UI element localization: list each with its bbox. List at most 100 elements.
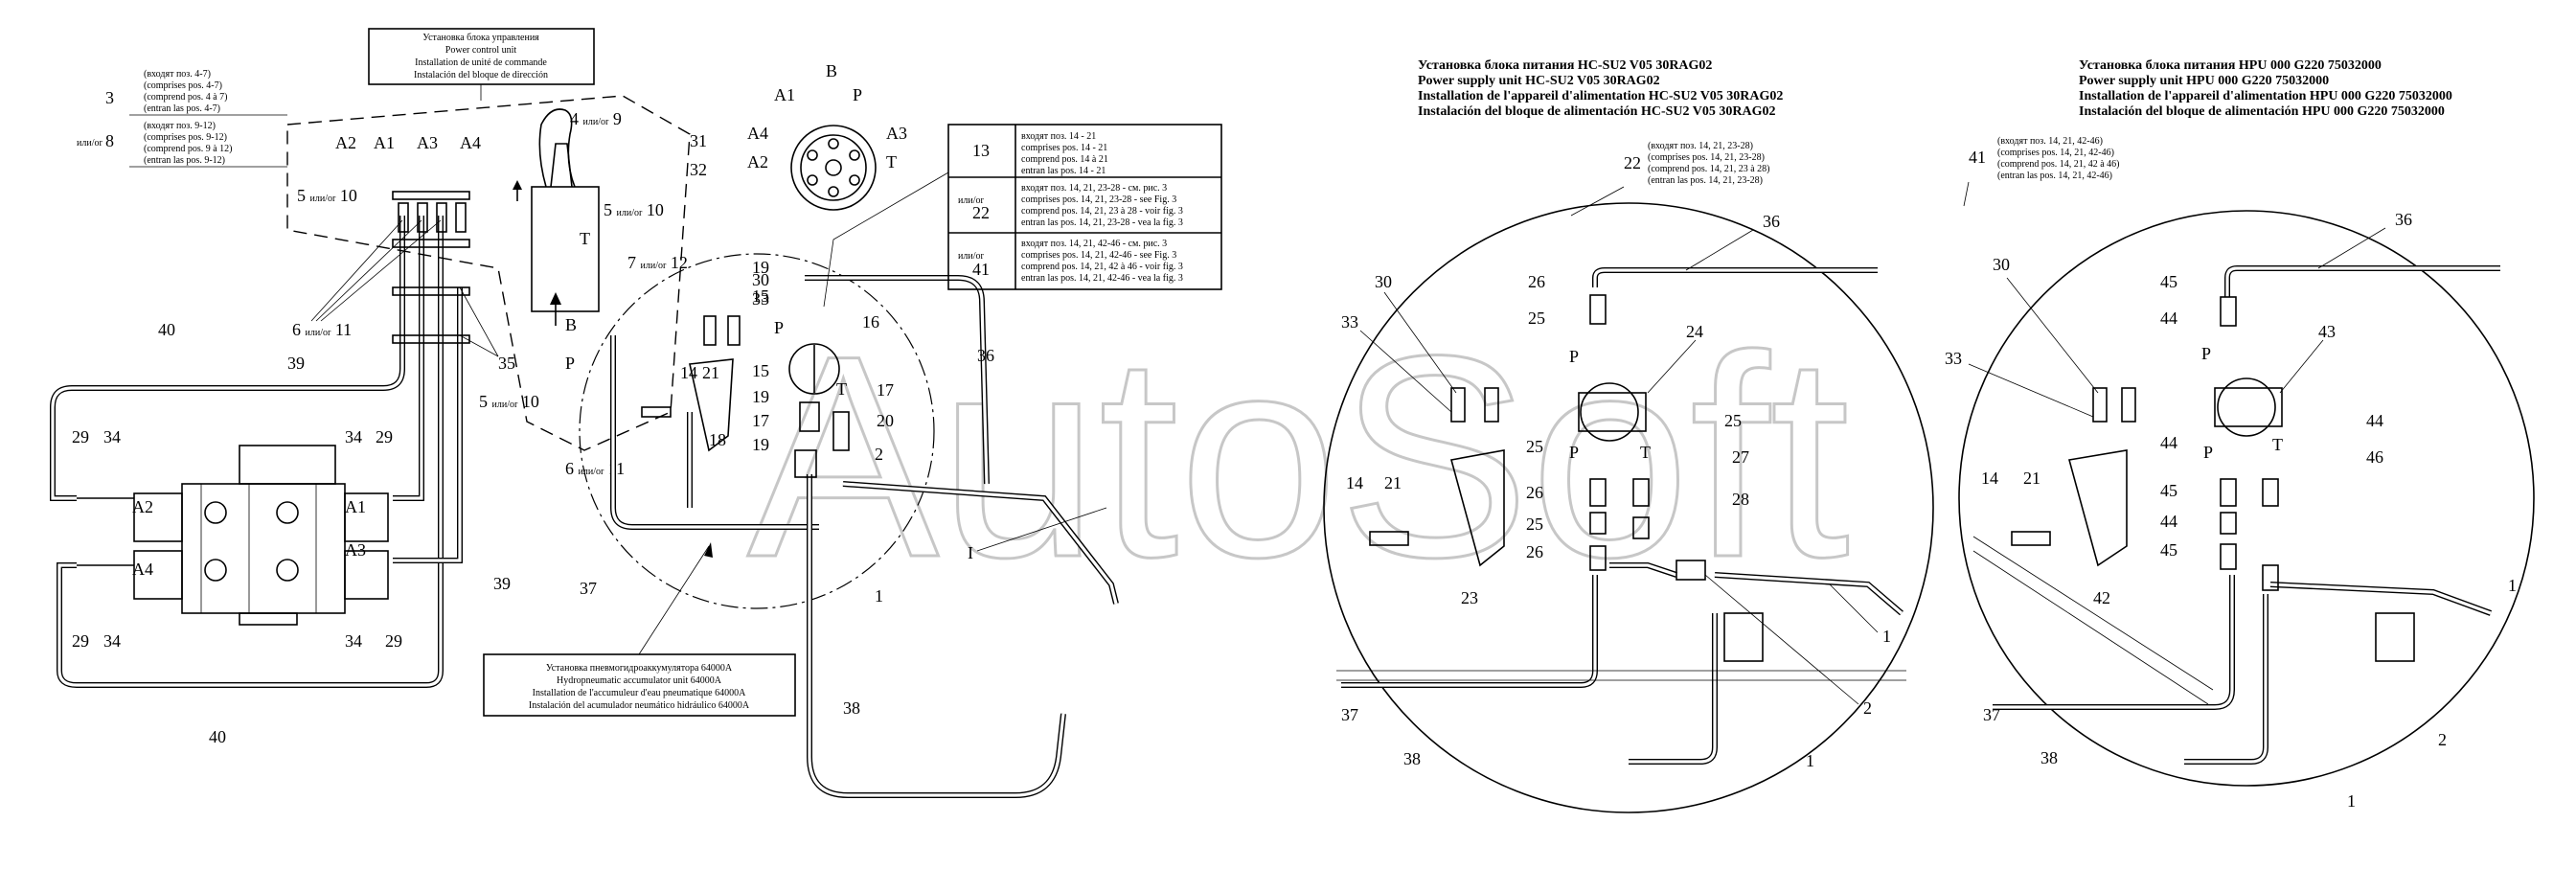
view-b-port-a4: A4 xyxy=(747,124,768,143)
svg-text:45: 45 xyxy=(2160,540,2177,560)
view-b-detail: B A1 P A4 A3 A2 T xyxy=(747,61,907,211)
joystick-base xyxy=(531,186,600,312)
svg-text:34: 34 xyxy=(345,427,362,446)
label-p: P xyxy=(774,318,784,337)
svg-text:17: 17 xyxy=(752,411,769,430)
svg-text:38: 38 xyxy=(1403,749,1421,768)
svg-text:1: 1 xyxy=(1882,627,1891,646)
svg-text:36: 36 xyxy=(977,346,994,365)
svg-text:19: 19 xyxy=(752,258,769,277)
note-line: (входят поз. 14, 21, 42-46) xyxy=(1997,136,2103,147)
svg-text:37: 37 xyxy=(1983,705,2000,724)
valve-side-a2 xyxy=(133,492,183,542)
svg-text:21: 21 xyxy=(702,363,719,382)
table-row-num: 13 xyxy=(972,141,990,160)
note-pos-41: 41 (входят поз. 14, 21, 42-46) (comprise… xyxy=(1963,136,2119,207)
note-line: (comprises pos. 14, 21, 42-46) xyxy=(1997,148,2114,158)
hc-su2-assembly xyxy=(1336,267,1906,765)
svg-text:37: 37 xyxy=(1341,705,1358,724)
hose-routing-left xyxy=(50,191,470,688)
svg-text:34: 34 xyxy=(103,427,121,446)
svg-text:33: 33 xyxy=(1945,349,1962,368)
view-b-port-a1: A1 xyxy=(774,85,795,104)
caption-line: Instalación del bloque de alimentación H… xyxy=(1418,104,1776,119)
svg-text:19: 19 xyxy=(752,387,769,406)
table-cell: входят поз. 14, 21, 23-28 - см. рис. 3 xyxy=(1021,183,1167,194)
note-line: (comprises pos. 4-7) xyxy=(144,80,222,91)
label-t: T xyxy=(1640,443,1651,462)
label-i: I xyxy=(968,543,973,562)
table-ili: или/or xyxy=(958,251,984,262)
svg-text:34: 34 xyxy=(345,631,362,651)
svg-text:30: 30 xyxy=(752,270,769,289)
callouts-hpu: 45 44 P 43 P T 44 45 44 45 44 46 30 33 1… xyxy=(1945,210,2517,811)
svg-text:25: 25 xyxy=(1724,411,1742,430)
caption-line: Instalación del bloque de alimentación H… xyxy=(2079,104,2445,119)
callout-number: 8 xyxy=(105,131,114,150)
svg-text:28: 28 xyxy=(1732,490,1749,509)
svg-text:5 или/or 10: 5 или/or 10 xyxy=(479,392,539,411)
label-p: P xyxy=(1569,443,1579,462)
svg-text:6 или/or 11: 6 или/or 11 xyxy=(292,320,352,339)
valve-side-a3 xyxy=(344,550,389,600)
svg-text:14: 14 xyxy=(680,363,697,382)
label-t: T xyxy=(836,379,847,399)
caption-line: Instalación del bloque de dirección xyxy=(414,70,548,80)
note-line: (comprises pos. 9-12) xyxy=(144,132,227,143)
caption-line: Installation de l'accumuleur d'eau pneum… xyxy=(533,688,746,698)
table-row-num: 41 xyxy=(972,260,990,279)
svg-text:44: 44 xyxy=(2160,433,2177,452)
svg-text:1: 1 xyxy=(2508,576,2517,595)
hc-su2-caption: Установка блока питания HC-SU2 V05 30RAG… xyxy=(1418,58,1783,119)
caption-line: Installation de unité de commande xyxy=(415,57,547,68)
mounting-bracket-18 xyxy=(689,358,734,452)
note-pos-3: 3 (входят поз. 4-7) (comprises pos. 4-7)… xyxy=(105,69,287,116)
control-valve-assembly xyxy=(133,445,389,626)
svg-text:26: 26 xyxy=(1526,542,1543,561)
table-cell: comprend pos. 14, 21, 23 à 28 - voir fig… xyxy=(1021,206,1183,217)
valve-block-body xyxy=(181,483,346,614)
table-row-num: 22 xyxy=(972,203,990,222)
svg-text:34: 34 xyxy=(103,631,121,651)
svg-text:23: 23 xyxy=(1461,588,1478,607)
svg-text:2: 2 xyxy=(875,445,883,464)
svg-text:14: 14 xyxy=(1981,469,1998,488)
svg-text:21: 21 xyxy=(1384,473,1402,492)
svg-text:14: 14 xyxy=(1346,473,1363,492)
control-unit-port-labels: A2 A1 A3 A4 T P B A2 A4 A1 A3 xyxy=(132,133,590,579)
svg-text:29: 29 xyxy=(72,427,89,446)
caption-line: Установка пневмогидроаккумулятора 64000A xyxy=(546,663,733,674)
svg-text:33: 33 xyxy=(752,289,769,309)
note-pos-8: или/or 8 (входят поз. 9-12) (comprises p… xyxy=(77,121,287,168)
valve-label-a3: A3 xyxy=(345,540,366,560)
svg-text:32: 32 xyxy=(690,160,707,179)
svg-text:36: 36 xyxy=(2395,210,2412,229)
svg-text:29: 29 xyxy=(72,631,89,651)
svg-text:40: 40 xyxy=(209,727,226,746)
svg-text:4 или/or 9: 4 или/or 9 xyxy=(570,109,622,128)
caption-line: Installation de l'appareil d'alimentatio… xyxy=(1418,89,1783,103)
hpu-detail-circle xyxy=(1958,210,2535,787)
table-cell: comprises pos. 14, 21, 23-28 - see Fig. … xyxy=(1021,194,1176,205)
joystick-assembly xyxy=(513,108,600,326)
note-line: (comprises pos. 14, 21, 23-28) xyxy=(1648,152,1765,163)
caption-line: Установка блока питания HPU 000 G220 750… xyxy=(2079,58,2382,73)
note-line: (entran las pos. 14, 21, 23-28) xyxy=(1648,175,1763,186)
table-cell: entran las pos. 14, 21, 23-28 - vea la f… xyxy=(1021,217,1183,228)
note-line: (entran las pos. 14, 21, 42-46) xyxy=(1997,171,2112,181)
svg-text:38: 38 xyxy=(843,698,860,718)
svg-text:27: 27 xyxy=(1732,447,1749,467)
valve-label-a1: A1 xyxy=(345,497,366,516)
view-b-port-t: T xyxy=(886,152,897,172)
svg-text:1: 1 xyxy=(875,586,883,606)
svg-text:31: 31 xyxy=(690,131,707,150)
svg-text:45: 45 xyxy=(2160,272,2177,291)
note-line: (comprend pos. 9 à 12) xyxy=(144,144,232,154)
watermark-text: AutoSoft xyxy=(747,295,1851,617)
arrow-label-b: B xyxy=(565,315,577,334)
svg-text:37: 37 xyxy=(580,579,597,598)
svg-text:41: 41 xyxy=(1969,148,1986,167)
note-line: (entran las pos. 4-7) xyxy=(144,103,220,114)
note-line: (входят поз. 14, 21, 23-28) xyxy=(1648,141,1753,151)
accumulator-body xyxy=(641,315,850,478)
